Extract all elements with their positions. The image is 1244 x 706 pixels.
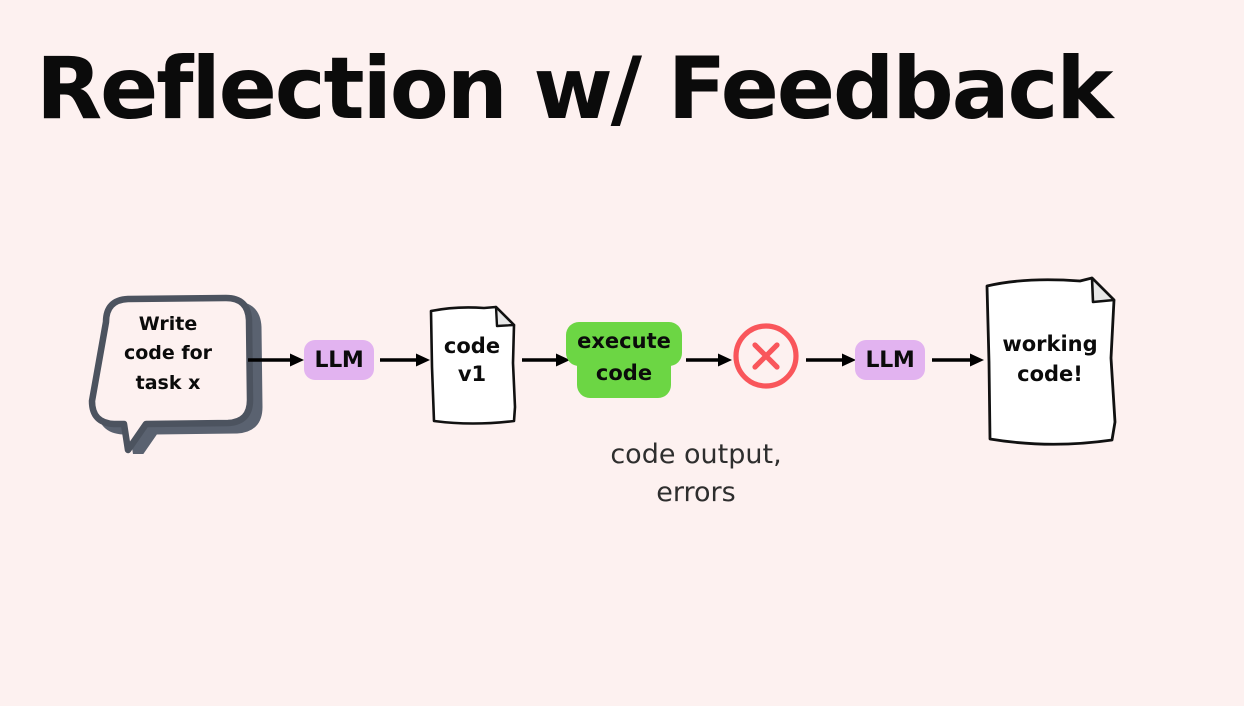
arrow-error-to-llm: [806, 353, 856, 367]
page-title: Reflection w/ Feedback: [36, 39, 1113, 139]
document-icon: [985, 276, 1117, 446]
llm-node-first[interactable]: LLM: [304, 340, 374, 380]
working-code-document-text: working code!: [990, 329, 1110, 390]
prompt-line-2: code for: [123, 342, 213, 365]
arrow-llm-to-working-code: [932, 353, 984, 367]
speech-bubble-icon: [88, 294, 263, 454]
prompt-bubble-text: Write code for task x: [92, 310, 244, 398]
execute-code-text: execute code: [566, 322, 682, 390]
execute-line-2: code: [595, 360, 653, 385]
prompt-speech-bubble: Write code for task x: [88, 294, 263, 454]
code-v1-line-1: code: [443, 334, 501, 358]
error-x-circle-icon: [733, 323, 799, 389]
caption-line-2: errors: [656, 477, 736, 509]
code-v1-document-text: code v1: [432, 333, 512, 388]
arrow-code-to-execute: [522, 353, 570, 367]
feedback-caption: code output, errors: [556, 436, 836, 513]
code-v1-document: code v1: [426, 303, 518, 427]
execute-badge-highlight-bottom: [577, 352, 671, 398]
working-code-line-1: working: [1002, 332, 1098, 356]
working-code-line-2: code!: [1017, 362, 1083, 387]
error-marker: [731, 321, 801, 391]
execute-line-1: execute: [577, 329, 671, 353]
execute-code-badge[interactable]: execute code: [566, 322, 682, 398]
caption-line-1: code output,: [610, 439, 782, 470]
document-icon: [429, 305, 517, 425]
llm-node-second[interactable]: LLM: [855, 340, 925, 380]
prompt-line-3: task x: [135, 371, 201, 394]
arrow-llm-to-code: [380, 353, 430, 367]
code-v1-line-2: v1: [457, 361, 487, 386]
prompt-line-1: Write: [138, 313, 198, 335]
arrow-execute-to-error: [686, 353, 732, 367]
arrow-bubble-to-llm: [248, 353, 304, 367]
working-code-document: working code!: [980, 272, 1120, 448]
